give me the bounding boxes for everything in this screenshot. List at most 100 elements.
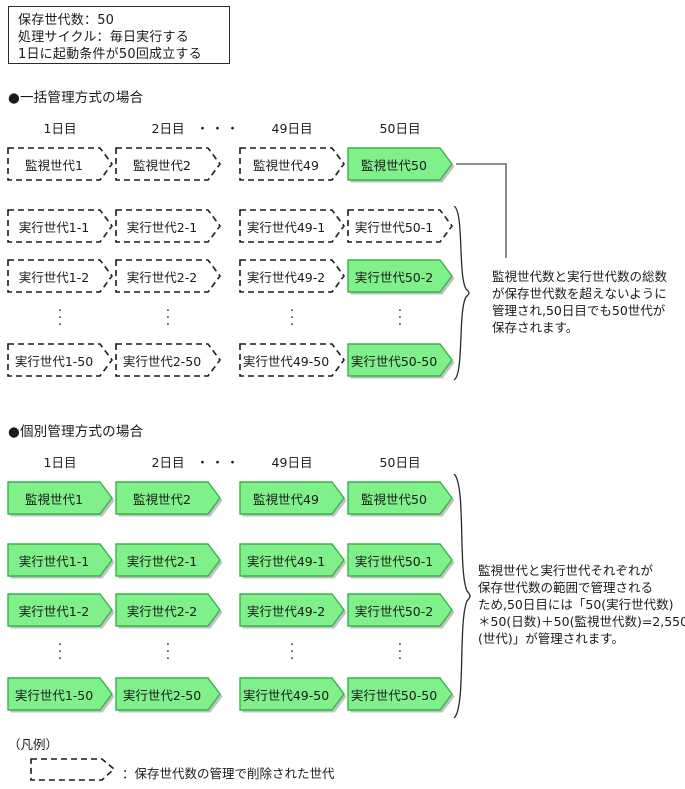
chip-label: 実行世代2-50 bbox=[122, 687, 202, 703]
generation-chip-s1-r2-c0: 実行世代1-2 bbox=[7, 593, 115, 629]
chip-label: 実行世代1-50 bbox=[14, 687, 94, 703]
chip-label: 実行世代49-1 bbox=[246, 219, 326, 235]
section-heading-individual: ●個別管理方式の場合 bbox=[8, 424, 144, 440]
annotation-individual: 監視世代と実行世代それぞれが保存世代数の範囲で管理されるため,50日目には「50… bbox=[478, 562, 685, 647]
column-header-day-4: 50日目 bbox=[379, 121, 421, 136]
column-header-day-3: 49日目 bbox=[271, 455, 313, 470]
annotation-line: 管理され,50日目でも50世代が bbox=[492, 303, 666, 318]
vertical-ellipsis: ··· bbox=[397, 638, 403, 667]
column-header-day-2: 2日目 bbox=[151, 455, 185, 470]
generation-chip-s1-r1-c3: 実行世代50-1 bbox=[347, 543, 455, 579]
annotation-line: ＊50(日数)＋50(監視世代数)=2,550 bbox=[478, 614, 685, 629]
generation-chip-s1-r1-c1: 実行世代2-1 bbox=[115, 543, 223, 579]
chip-label: 実行世代1-1 bbox=[18, 219, 90, 235]
generation-chip-s0-r0-c0: 監視世代1 bbox=[7, 147, 113, 181]
chip-label: 実行世代49-50 bbox=[242, 687, 330, 703]
chip-label: 実行世代50-50 bbox=[350, 687, 438, 703]
chip-label: 実行世代2-2 bbox=[126, 269, 198, 285]
vertical-ellipsis: ··· bbox=[289, 638, 295, 667]
annotation-line: (世代)」が管理されます。 bbox=[478, 631, 625, 646]
generation-chip-s0-r4-c2: 実行世代49-50 bbox=[239, 343, 345, 377]
info-line-trigger: 1日に起動条件が50回成立する bbox=[18, 47, 202, 62]
chip-label: 実行世代1-2 bbox=[18, 603, 90, 619]
chip-label: 監視世代2 bbox=[133, 491, 191, 507]
generation-chip-s0-r1-c3: 実行世代50-1 bbox=[347, 209, 453, 243]
chip-label: 監視世代49 bbox=[253, 491, 319, 507]
legend-title: （凡例） bbox=[8, 737, 59, 752]
annotation-batch: 監視世代数と実行世代数の総数が保存世代数を超えないように管理され,50日目でも5… bbox=[492, 268, 667, 336]
chip-label: 実行世代49-50 bbox=[242, 353, 330, 369]
info-line-cycle: 処理サイクル：毎日実行する bbox=[18, 30, 189, 45]
legend-deleted-label: ：保存世代数の管理で削除された世代 bbox=[122, 766, 335, 781]
generation-chip-s1-r2-c1: 実行世代2-2 bbox=[115, 593, 223, 629]
chip-label: 実行世代50-50 bbox=[350, 353, 438, 369]
generation-chip-s0-r2-c3: 実行世代50-2 bbox=[347, 259, 455, 295]
generation-chip-s1-r2-c3: 実行世代50-2 bbox=[347, 593, 455, 629]
generation-chip-s0-r4-c3: 実行世代50-50 bbox=[347, 343, 455, 379]
vertical-ellipsis: ··· bbox=[397, 304, 403, 333]
info-line-retention: 保存世代数：50 bbox=[18, 13, 115, 28]
generation-chip-s0-r2-c1: 実行世代2-2 bbox=[115, 259, 221, 293]
annotation-line: 保存されます。 bbox=[492, 320, 579, 335]
column-header-day-1: 1日目 bbox=[43, 121, 77, 136]
generation-chip-s1-r1-c0: 実行世代1-1 bbox=[7, 543, 115, 579]
chip-label: 監視世代2 bbox=[133, 157, 191, 173]
chip-label: 監視世代1 bbox=[25, 157, 83, 173]
chip-label: 実行世代50-1 bbox=[354, 219, 434, 235]
chip-label: 実行世代50-2 bbox=[354, 269, 434, 285]
chip-label: 実行世代50-2 bbox=[354, 603, 434, 619]
chip-label: 監視世代1 bbox=[25, 491, 83, 507]
vertical-ellipsis: ··· bbox=[165, 304, 171, 333]
vertical-ellipsis: ··· bbox=[57, 304, 63, 333]
generation-chip-s1-r0-c0: 監視世代1 bbox=[7, 481, 115, 517]
vertical-ellipsis: ··· bbox=[57, 638, 63, 667]
generation-chip-s1-r2-c2: 実行世代49-2 bbox=[239, 593, 347, 629]
generation-chip-s0-r1-c2: 実行世代49-1 bbox=[239, 209, 345, 243]
chip-label: 監視世代50 bbox=[361, 157, 427, 173]
generation-chip-s1-r4-c1: 実行世代2-50 bbox=[115, 677, 223, 713]
generation-chip-s0-r4-c1: 実行世代2-50 bbox=[115, 343, 221, 377]
chip-label: 実行世代2-2 bbox=[126, 603, 198, 619]
chip-label: 実行世代50-1 bbox=[354, 553, 434, 569]
legend-deleted-chip bbox=[30, 758, 116, 786]
generation-chip-s1-r1-c2: 実行世代49-1 bbox=[239, 543, 347, 579]
chip-label: 実行世代1-2 bbox=[18, 269, 90, 285]
generation-chip-s0-r0-c3: 監視世代50 bbox=[347, 147, 455, 183]
annotation-line: 監視世代数と実行世代数の総数 bbox=[492, 269, 668, 284]
chip-label: 実行世代2-1 bbox=[126, 219, 198, 235]
section-heading-batch: ●一括管理方式の場合 bbox=[8, 90, 144, 106]
generation-chip-s0-r0-c2: 監視世代49 bbox=[239, 147, 345, 181]
generation-chip-s1-r0-c1: 監視世代2 bbox=[115, 481, 223, 517]
annotation-line: 監視世代と実行世代それぞれが bbox=[478, 563, 654, 578]
generation-chip-s1-r0-c3: 監視世代50 bbox=[347, 481, 455, 517]
chip-label: 実行世代2-50 bbox=[122, 353, 202, 369]
generation-chip-s1-r4-c0: 実行世代1-50 bbox=[7, 677, 115, 713]
chip-label: 実行世代2-1 bbox=[126, 553, 198, 569]
generation-chip-s1-r4-c3: 実行世代50-50 bbox=[347, 677, 455, 713]
generation-chip-s0-r1-c1: 実行世代2-1 bbox=[115, 209, 221, 243]
generation-chip-s1-r0-c2: 監視世代49 bbox=[239, 481, 347, 517]
chip-label: 実行世代1-50 bbox=[14, 353, 94, 369]
generation-chip-s0-r4-c0: 実行世代1-50 bbox=[7, 343, 113, 377]
chip-label: 実行世代49-2 bbox=[246, 269, 326, 285]
generation-chip-s0-r2-c2: 実行世代49-2 bbox=[239, 259, 345, 293]
column-ellipsis: ・・・ bbox=[196, 456, 242, 471]
annotation-line: が保存世代数を超えないように bbox=[492, 286, 667, 301]
chip-label: 実行世代1-1 bbox=[18, 553, 90, 569]
generation-chip-s1-r4-c2: 実行世代49-50 bbox=[239, 677, 347, 713]
chip-label: 実行世代49-2 bbox=[246, 603, 326, 619]
column-header-day-3: 49日目 bbox=[271, 121, 313, 136]
chip-label: 監視世代49 bbox=[253, 157, 319, 173]
generation-chip-s0-r1-c0: 実行世代1-1 bbox=[7, 209, 113, 243]
annotation-line: ため,50日目には「50(実行世代数) bbox=[478, 597, 674, 612]
chip-label: 監視世代50 bbox=[361, 491, 427, 507]
generation-chip-s0-r0-c1: 監視世代2 bbox=[115, 147, 221, 181]
generation-chip-s0-r2-c0: 実行世代1-2 bbox=[7, 259, 113, 293]
column-header-day-1: 1日目 bbox=[43, 455, 77, 470]
vertical-ellipsis: ··· bbox=[165, 638, 171, 667]
column-header-day-4: 50日目 bbox=[379, 455, 421, 470]
chip-label: 実行世代49-1 bbox=[246, 553, 326, 569]
column-header-day-2: 2日目 bbox=[151, 121, 185, 136]
column-ellipsis: ・・・ bbox=[196, 122, 242, 137]
parameter-info-box: 保存世代数：50 処理サイクル：毎日実行する 1日に起動条件が50回成立する bbox=[8, 6, 230, 64]
